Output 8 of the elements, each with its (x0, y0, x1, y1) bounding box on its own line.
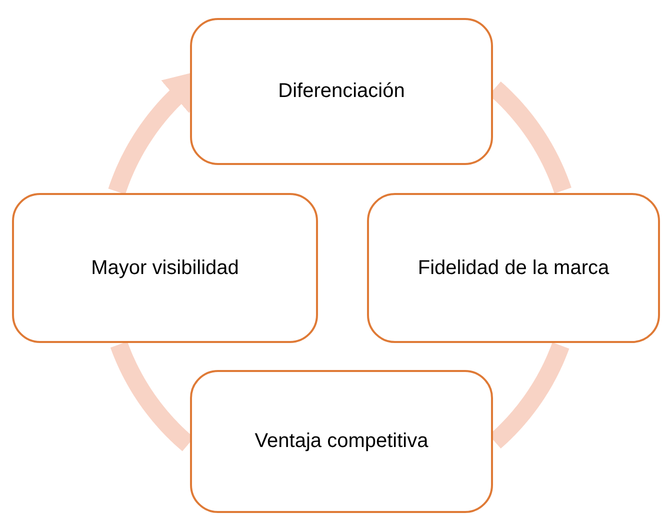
rounded-box (367, 193, 660, 343)
rounded-box (190, 370, 493, 513)
box-label: Fidelidad de la marca (418, 256, 610, 280)
box-label: Diferenciación (278, 80, 405, 103)
box-label: Mayor visibilidad (91, 256, 239, 280)
rounded-box (190, 18, 493, 165)
rounded-box (12, 193, 318, 343)
box-label: Ventaja competitiva (254, 430, 428, 453)
